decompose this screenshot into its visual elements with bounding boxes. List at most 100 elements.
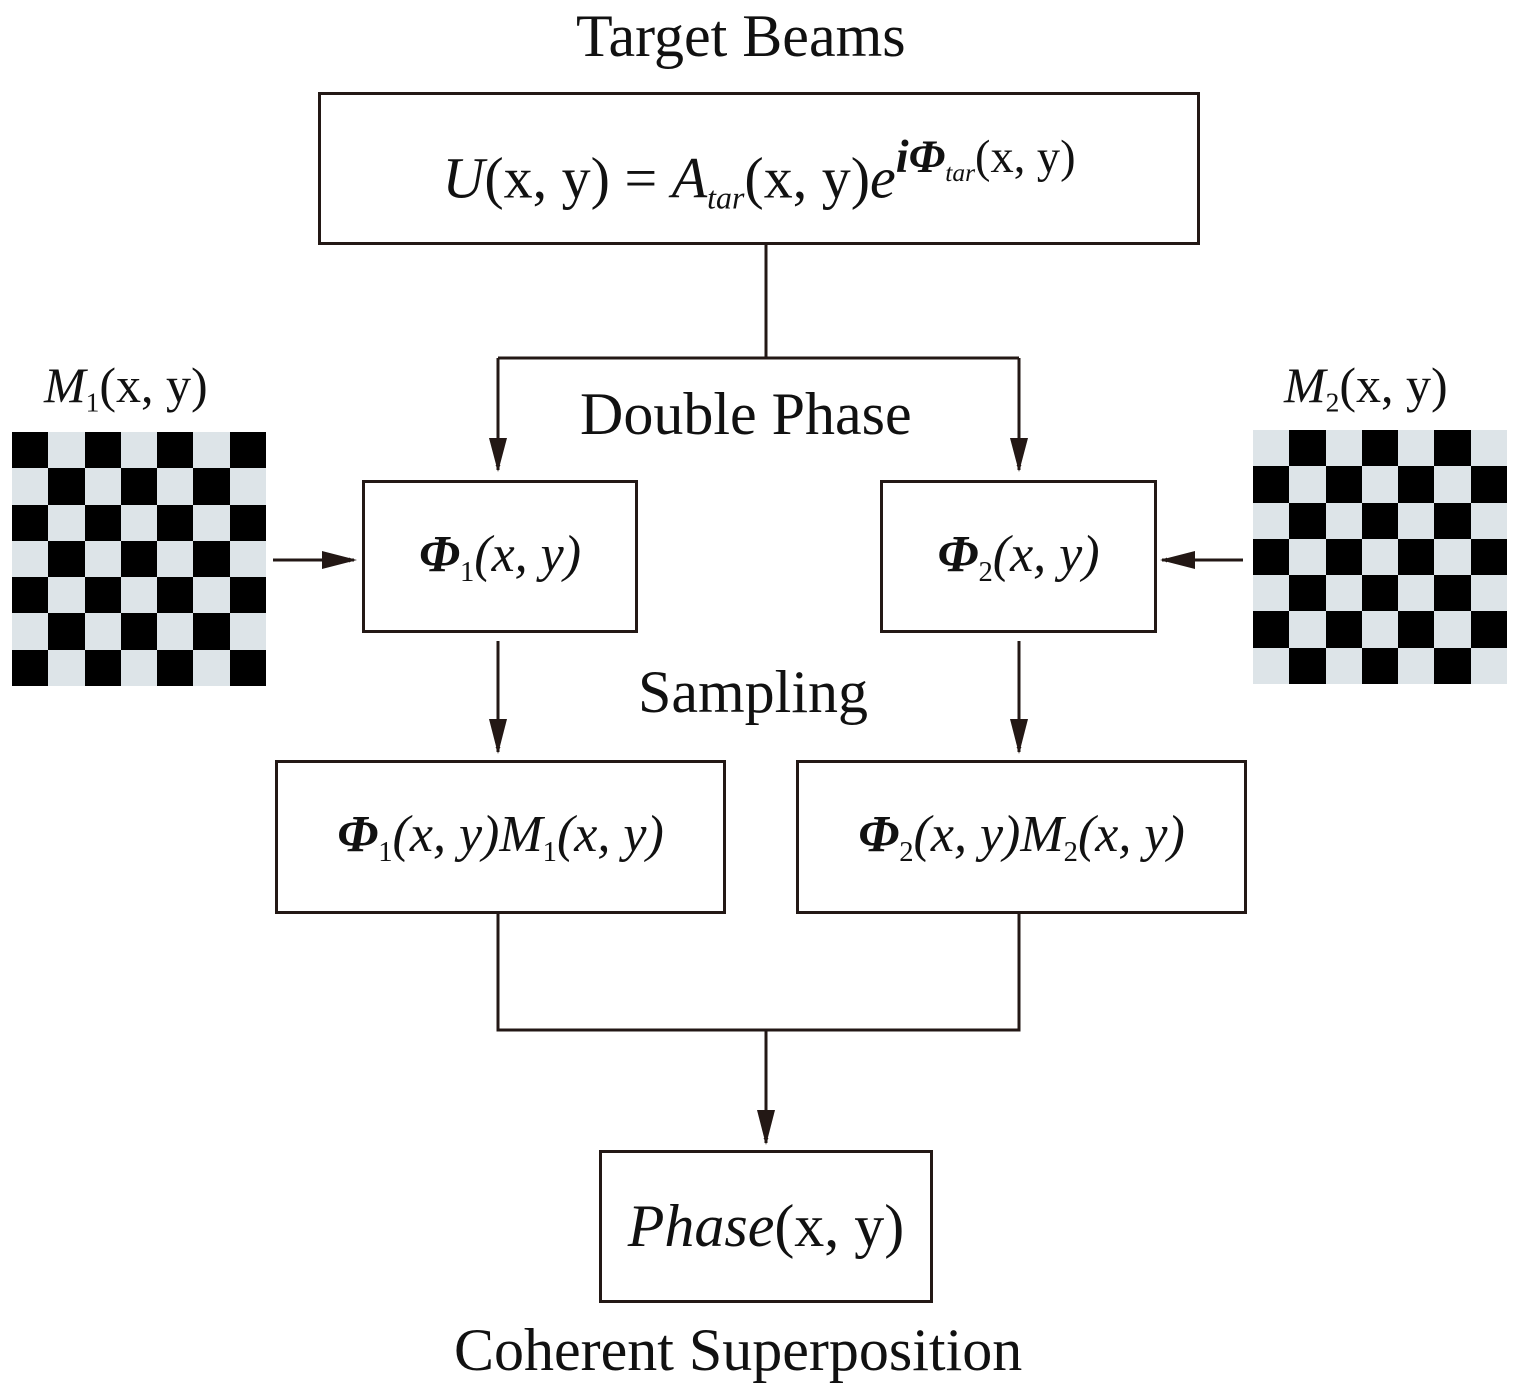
phase-result-box: Phase(x, y) <box>599 1150 933 1303</box>
prod1-args: (x, y) <box>392 806 500 863</box>
checker-cell <box>193 468 230 505</box>
checker-cell <box>120 468 158 505</box>
checker-cell <box>1434 466 1471 503</box>
eq-a-sub: tar <box>707 180 745 216</box>
checker-cell <box>193 504 230 541</box>
checker-cell <box>229 432 266 469</box>
checker-cell <box>12 613 49 650</box>
checker-cell <box>84 432 121 469</box>
checker-cell <box>120 432 158 469</box>
checker-cell <box>84 504 121 541</box>
target-beam-equation-box: U(x, y) = Atar(x, y)eiΦtar(x, y) <box>318 92 1200 245</box>
checker-cell <box>84 577 121 614</box>
checker-cell <box>120 649 158 686</box>
checker-cell <box>1470 647 1507 684</box>
checker-cell <box>1289 611 1326 648</box>
checkerboard-mask-1 <box>12 432 266 686</box>
checker-cell <box>229 540 266 578</box>
checker-cell <box>1253 430 1290 467</box>
phi1-expression: Φ1(x, y) <box>419 525 581 589</box>
checker-cell <box>1325 538 1362 576</box>
eq-exponent-phi: iΦ <box>895 131 946 183</box>
equation: U(x, y) = Atar(x, y)eiΦtar(x, y) <box>442 131 1075 217</box>
checker-cell <box>193 649 230 686</box>
checker-cell <box>1253 502 1290 539</box>
checkerboard-mask-2 <box>1253 430 1507 684</box>
checker-cell <box>1289 647 1326 684</box>
checker-cell <box>1325 647 1362 684</box>
prod1-phi-sub: 1 <box>378 837 393 868</box>
checker-cell <box>1253 575 1290 612</box>
mask2-sub: 2 <box>1325 386 1340 418</box>
checker-cell <box>157 468 194 505</box>
checker-cell <box>157 504 194 541</box>
checker-cell <box>193 577 230 614</box>
checker-cell <box>1361 466 1399 503</box>
phi2-expression: Φ2(x, y) <box>937 525 1099 589</box>
checker-cell <box>48 468 85 505</box>
prod1-m-sub: 1 <box>542 837 557 868</box>
phi2-args: (x, y) <box>992 525 1100 583</box>
checker-cell <box>84 649 121 686</box>
checker-cell <box>12 577 49 614</box>
checker-cell <box>1398 647 1435 684</box>
checker-cell <box>84 468 121 505</box>
checker-cell <box>1434 430 1471 467</box>
checker-cell <box>1325 502 1362 539</box>
checker-cell <box>1253 538 1290 576</box>
checker-cell <box>1325 430 1362 467</box>
checker-cell <box>48 540 85 578</box>
phi1-symbol: Φ <box>418 525 460 583</box>
product2-box: Φ2(x, y)M2(x, y) <box>796 760 1247 914</box>
checker-cell <box>157 432 194 469</box>
checker-cell <box>1361 502 1399 539</box>
checker-cell <box>12 540 49 578</box>
phi1-sub: 1 <box>459 556 475 588</box>
prod1-m: M <box>499 806 543 863</box>
checker-cell <box>193 432 230 469</box>
checker-cell <box>1398 538 1435 576</box>
eq-args-2: (x, y) <box>744 145 871 211</box>
checker-cell <box>229 577 266 614</box>
checker-cell <box>1289 430 1326 467</box>
checker-cell <box>12 468 49 505</box>
checker-cell <box>1325 611 1362 648</box>
eq-args-1: (x, y) <box>484 145 610 211</box>
checker-cell <box>229 613 266 650</box>
checker-cell <box>1253 611 1290 648</box>
checker-cell <box>12 432 49 469</box>
checker-cell <box>229 649 266 686</box>
phi2-symbol: Φ <box>937 525 979 583</box>
checker-cell <box>48 649 85 686</box>
mask1-sub: 1 <box>85 386 100 418</box>
result-expression: Phase(x, y) <box>628 1192 905 1261</box>
checker-cell <box>1470 575 1507 612</box>
prod2-m-args: (x, y) <box>1077 806 1185 863</box>
phi2-sub: 2 <box>978 556 993 588</box>
checker-cell <box>1398 575 1435 612</box>
checker-cell <box>12 504 49 541</box>
checker-cell <box>12 649 49 686</box>
checker-cell <box>1470 538 1507 576</box>
checker-cell <box>1434 502 1471 539</box>
checker-cell <box>157 613 194 650</box>
checker-cell <box>1398 430 1435 467</box>
phi2-box: Φ2(x, y) <box>880 480 1157 633</box>
label-sampling: Sampling <box>638 659 869 725</box>
title-target-beams: Target Beams <box>576 3 906 69</box>
merge-line <box>496 912 1021 1032</box>
mask2-m: M <box>1284 357 1326 413</box>
prod2-m: M <box>1020 806 1064 863</box>
eq-a: A <box>671 145 708 211</box>
checker-cell <box>48 504 85 541</box>
checker-cell <box>1361 538 1399 576</box>
checker-cell <box>1253 466 1290 503</box>
mask1-m: M <box>44 357 86 413</box>
eq-exponent-args: (x, y) <box>975 131 1076 183</box>
mask2-label: M2(x, y) <box>1284 360 1448 416</box>
checker-cell <box>1325 466 1362 503</box>
checker-cell <box>157 540 194 578</box>
checker-cell <box>1434 538 1471 576</box>
eq-e: e <box>870 145 896 211</box>
checker-cell <box>1470 430 1507 467</box>
